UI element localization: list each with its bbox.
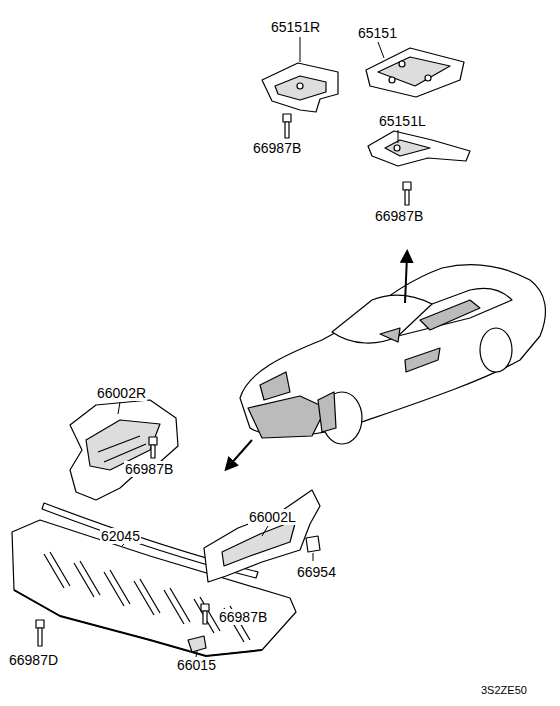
splash-shield [70,400,178,500]
part-number: 66987B [124,461,174,477]
leader-line [118,37,398,657]
car-body [240,265,545,444]
bolt [36,437,209,646]
part-number: 66987B [218,609,268,625]
floor-cover [366,48,464,97]
view-arrow [229,440,252,466]
figure-code: 3S2ZE50 [480,684,528,697]
part-number: 66987B [374,208,424,224]
view-arrow [405,256,407,303]
part-number: 66015 [176,657,217,673]
part-number: 66954 [296,564,337,580]
part-number: 65151L [378,113,427,129]
part-number: 65151 [357,25,398,41]
part-number: 66002R [96,385,147,401]
under-cover [12,520,296,656]
splash-shield [262,63,338,112]
part-number: 65151R [270,19,321,35]
part-number: 66002L [248,509,297,525]
part-number: 66987D [8,652,59,668]
bracket [188,636,206,652]
part-number: 66987B [252,140,302,156]
part-number: 62045 [100,528,141,544]
clip [306,536,320,552]
splash-shield [368,131,470,166]
